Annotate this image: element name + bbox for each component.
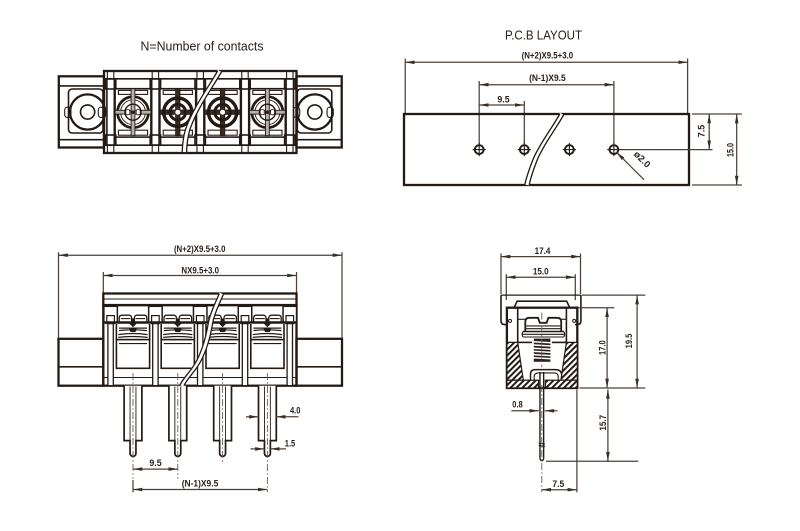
svg-text:0.8: 0.8 bbox=[512, 400, 523, 410]
svg-text:(N+2)X9.5+3.0: (N+2)X9.5+3.0 bbox=[174, 244, 226, 254]
svg-text:15.7: 15.7 bbox=[598, 415, 608, 431]
svg-text:(N+2)X9.5+3.0: (N+2)X9.5+3.0 bbox=[522, 51, 574, 61]
svg-text:P.C.B LAYOUT: P.C.B LAYOUT bbox=[505, 29, 582, 43]
svg-text:9.5: 9.5 bbox=[497, 94, 509, 104]
svg-text:19.5: 19.5 bbox=[624, 334, 634, 349]
svg-text:ø2.0: ø2.0 bbox=[632, 149, 653, 170]
svg-text:15.0: 15.0 bbox=[533, 267, 549, 277]
svg-text:(N-1)X9.5: (N-1)X9.5 bbox=[182, 479, 219, 489]
svg-text:4.0: 4.0 bbox=[290, 406, 301, 416]
svg-text:9.5: 9.5 bbox=[149, 458, 161, 468]
svg-text:(N-1)X9.5: (N-1)X9.5 bbox=[529, 73, 566, 83]
svg-text:1.5: 1.5 bbox=[285, 438, 296, 448]
svg-text:N=Number of contacts: N=Number of contacts bbox=[141, 40, 264, 54]
svg-text:NX9.5+3.0: NX9.5+3.0 bbox=[181, 265, 219, 275]
svg-text:17.0: 17.0 bbox=[597, 340, 607, 355]
svg-text:7.5: 7.5 bbox=[552, 479, 564, 489]
svg-text:15.0: 15.0 bbox=[725, 143, 735, 157]
svg-text:7.5: 7.5 bbox=[697, 125, 707, 137]
svg-text:17.4: 17.4 bbox=[535, 246, 552, 256]
